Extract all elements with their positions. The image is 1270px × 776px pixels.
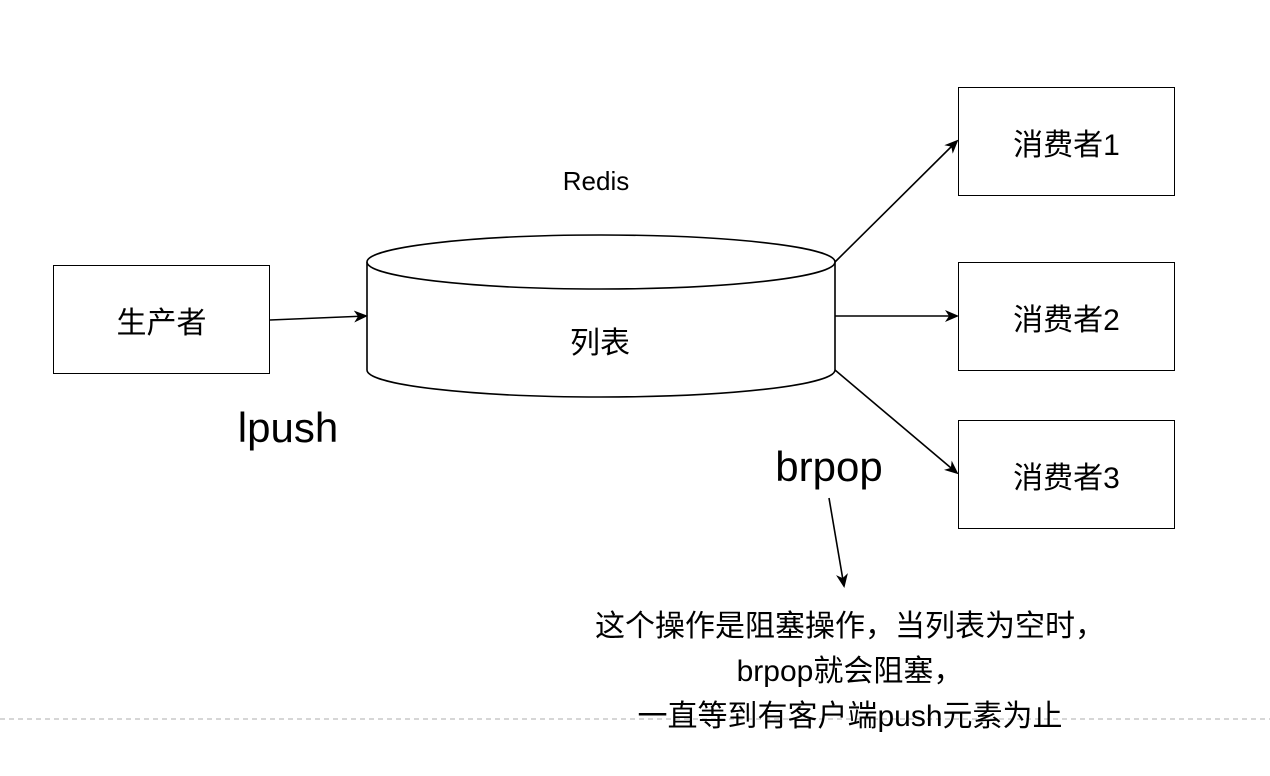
consumer-box-1: 消费者1 [958, 87, 1175, 196]
arrow-to-consumer-1 [834, 139, 959, 263]
consumer-label-1: 消费者1 [1013, 128, 1120, 162]
redis-list-cylinder [366, 234, 836, 398]
producer-box: 生产者 [53, 265, 270, 374]
consumer-box-2: 消费者2 [958, 262, 1175, 371]
lpush-arrow [269, 310, 368, 323]
blocking-note: 这个操作是阻塞操作，当列表为空时， brpop就会阻塞， 一直等到有客户端pus… [520, 604, 1180, 739]
brpop-note-arrow [828, 497, 848, 588]
brpop-label: brpop [775, 443, 883, 490]
producer-label: 生产者 [116, 306, 207, 340]
list-label: 列表 [570, 327, 630, 360]
consumer-label-3: 消费者3 [1013, 461, 1120, 495]
consumer-box-3: 消费者3 [958, 420, 1175, 529]
consumer-label-2: 消费者2 [1013, 303, 1120, 337]
redis-title: Redis [562, 166, 630, 196]
arrow-to-consumer-3 [834, 369, 959, 475]
note-line-1: 这个操作是阻塞操作，当列表为空时， [595, 610, 1105, 643]
note-line-3: 一直等到有客户端push元素为止 [637, 700, 1063, 733]
lpush-label: lpush [237, 404, 339, 451]
note-line-2: brpop就会阻塞， [736, 655, 964, 688]
